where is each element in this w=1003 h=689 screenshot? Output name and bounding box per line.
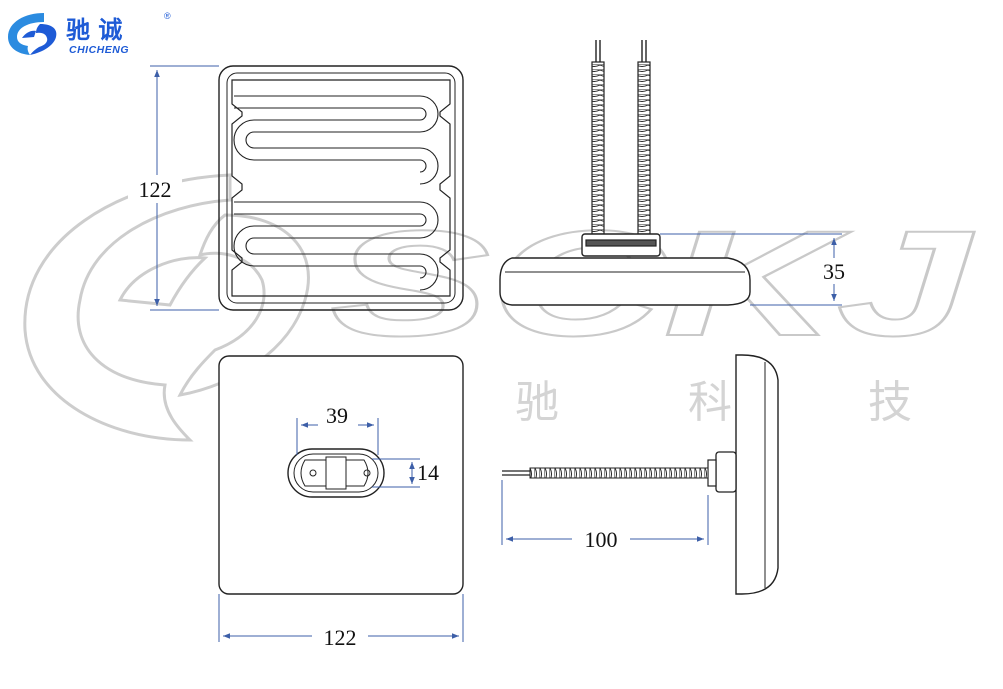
brand-name-cn: 驰 诚 (66, 16, 122, 44)
brand-registered-mark: ® (164, 11, 171, 21)
bottom-view (218, 355, 464, 595)
brand-name-en: CHICHENG (69, 44, 129, 56)
top-view (218, 65, 464, 311)
dim-lead-length: 100 (501, 480, 709, 552)
dim-slot-height: 14 (372, 458, 439, 488)
brand-logo: 驰 诚 ® CHICHENG (8, 11, 171, 56)
watermark: SCKJ 顺 驰 科 技 (23, 173, 975, 442)
dim-top-height: 122 (128, 65, 219, 311)
dim-slot-width: 39 (296, 403, 379, 455)
dim-bottom-width: 122 (218, 594, 464, 650)
lead-sleeve-left (591, 61, 605, 235)
dim-label-side-height: 35 (823, 259, 845, 284)
watermark-char-3: 科 (688, 377, 732, 428)
lead-sleeve-horizontal (529, 467, 709, 479)
dim-label-lead-length: 100 (585, 527, 618, 552)
lead-sleeve-right (637, 61, 651, 235)
watermark-logo-icon (23, 173, 310, 442)
screw-left-icon (309, 469, 317, 477)
dim-side-height: 35 (660, 233, 855, 306)
watermark-char-2: 驰 (515, 377, 559, 428)
dim-label-bottom-width: 122 (324, 625, 357, 650)
heater-body-profile (735, 354, 779, 595)
dim-label-top-height: 122 (139, 177, 172, 202)
side-view-lead (502, 354, 779, 595)
dim-label-slot-width: 39 (326, 403, 348, 428)
brand-logo-icon (8, 13, 57, 55)
heater-body-side (499, 257, 751, 306)
screw-right-icon (363, 469, 371, 477)
dim-label-slot-height: 14 (417, 460, 439, 485)
side-view (499, 40, 751, 306)
watermark-char-4: 技 (868, 377, 912, 428)
serpentine-rib (233, 95, 439, 291)
